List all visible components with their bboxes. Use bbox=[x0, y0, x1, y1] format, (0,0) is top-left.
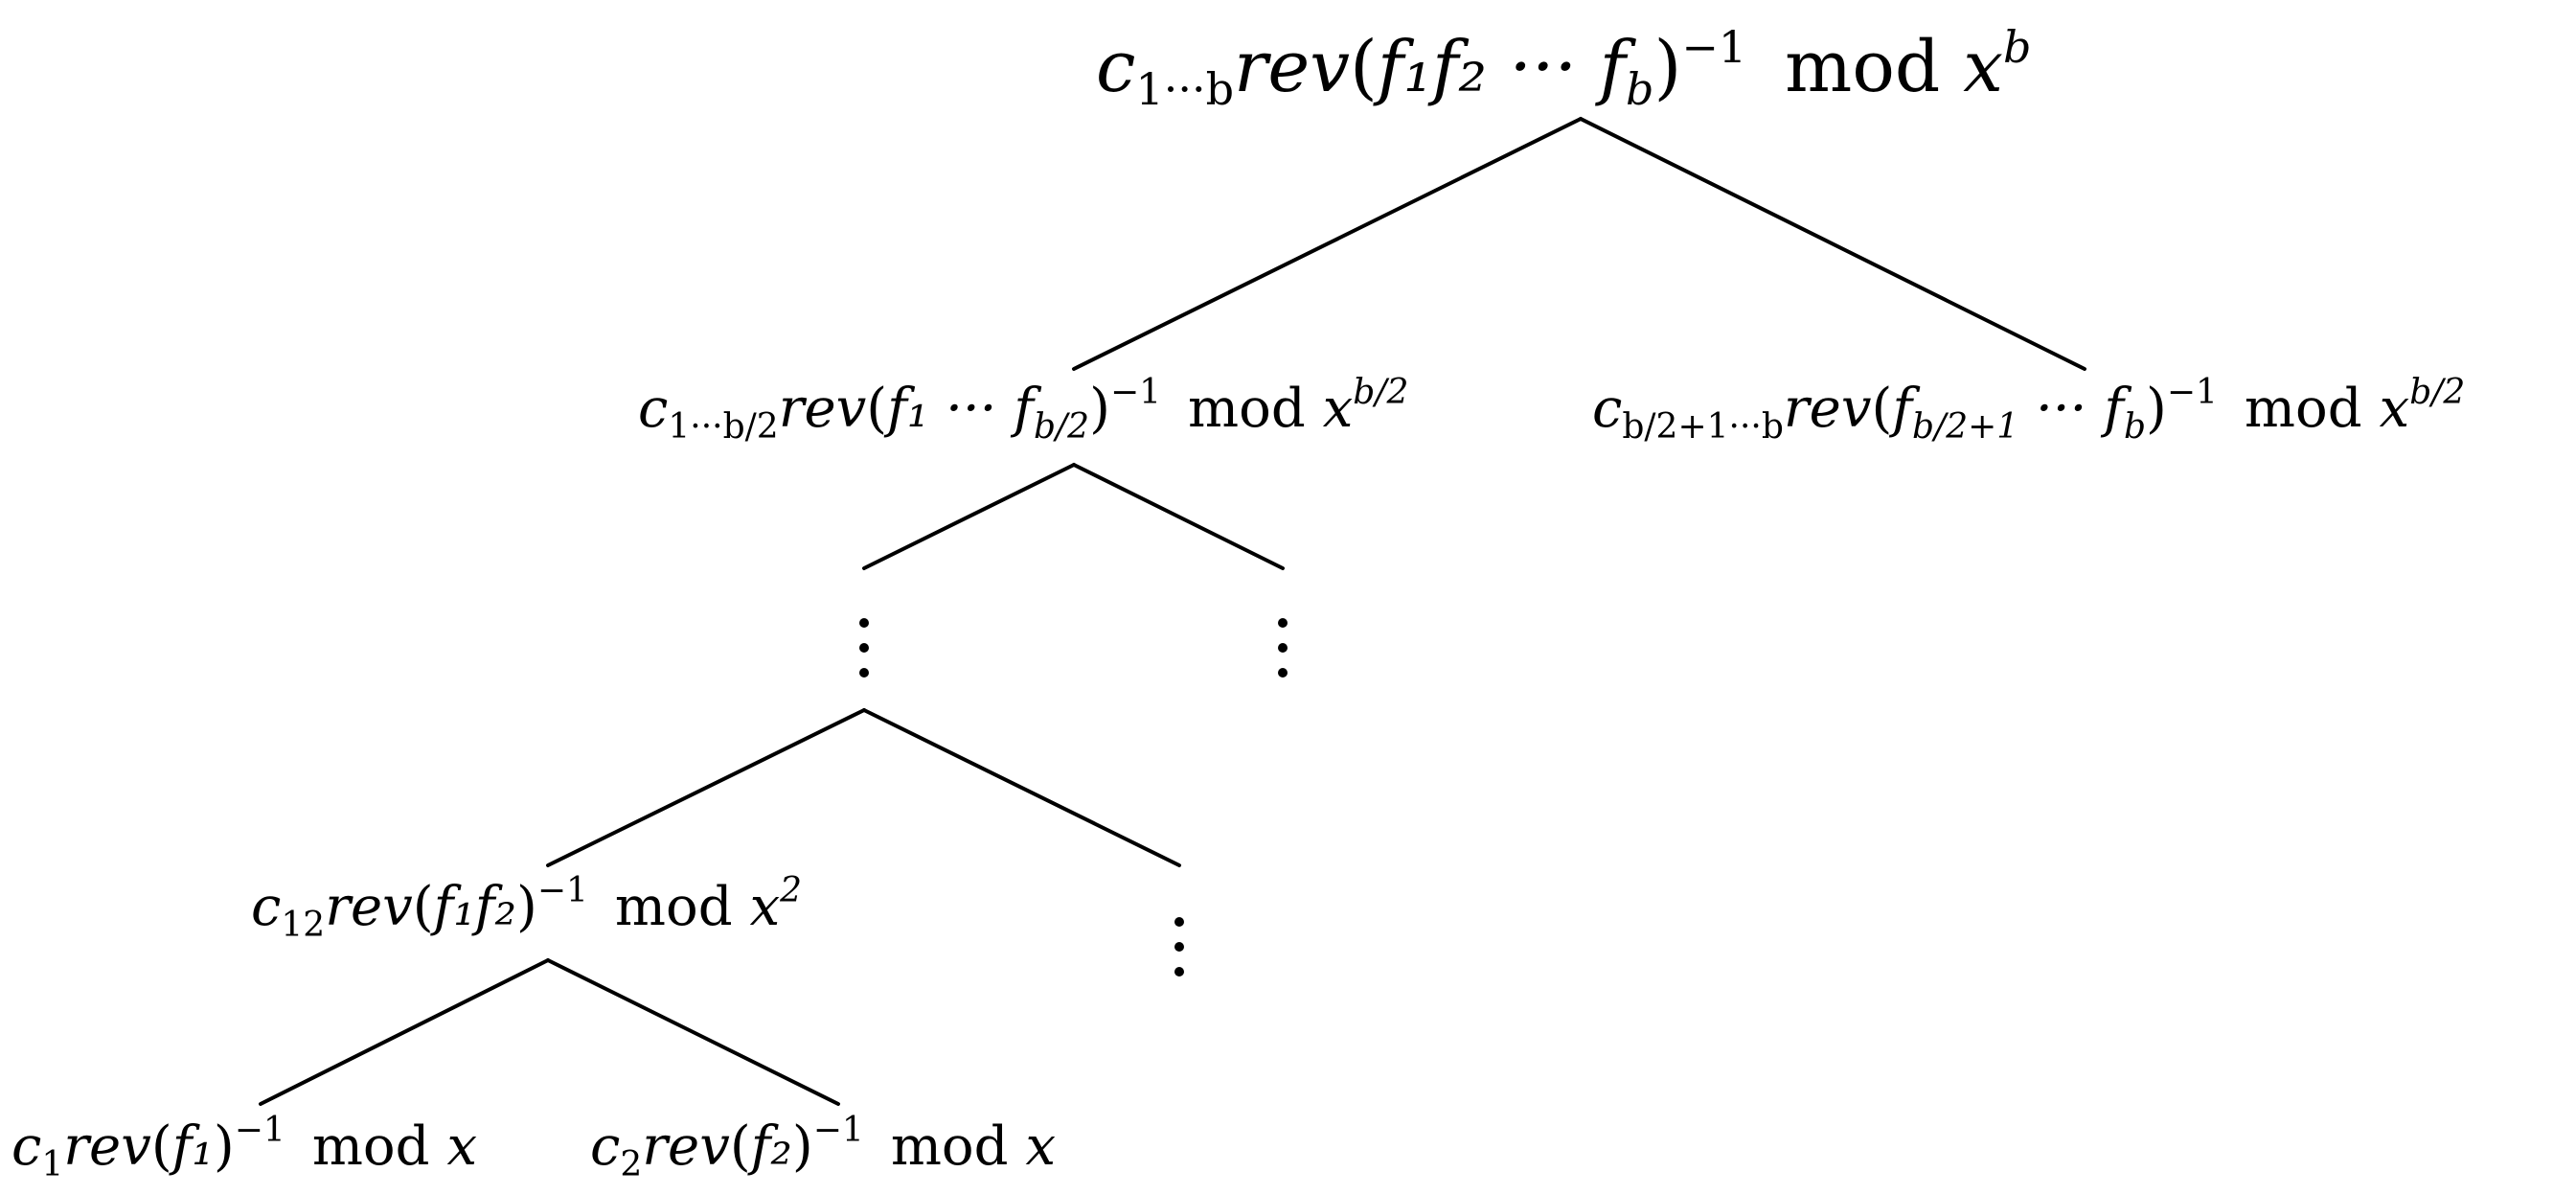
edge-pair-leaf2 bbox=[546, 958, 840, 1106]
edge-root-left bbox=[1072, 117, 1583, 371]
edge-left-a bbox=[862, 463, 1076, 570]
edge-mid-a bbox=[546, 708, 866, 867]
edge-mid-b bbox=[862, 708, 1181, 867]
edge-root-right bbox=[1579, 117, 2086, 371]
ellipsis-right bbox=[1278, 618, 1288, 678]
edge-pair-leaf1 bbox=[259, 958, 550, 1106]
ellipsis-lower-right bbox=[1174, 917, 1184, 977]
ellipsis-left bbox=[859, 618, 869, 678]
edge-left-b bbox=[1072, 463, 1285, 570]
tree-edges bbox=[259, 117, 2086, 1106]
